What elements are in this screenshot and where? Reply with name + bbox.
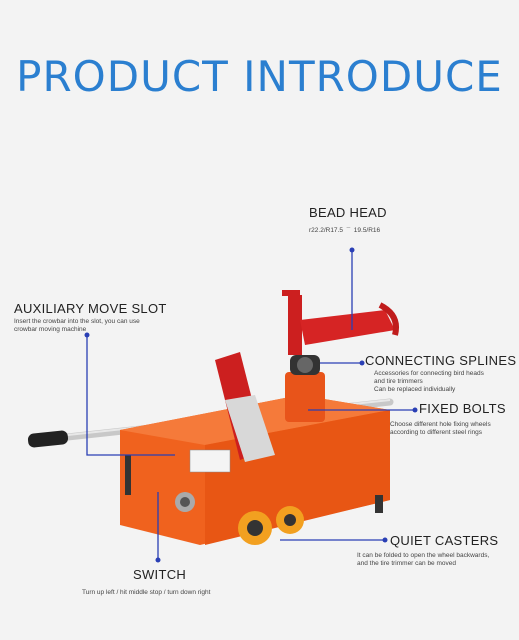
caster-wheels bbox=[238, 506, 304, 545]
connecting-splines-desc-1: Accessories for connecting bird heads bbox=[374, 370, 484, 377]
connecting-splines-desc-2: and tire trimmers bbox=[374, 378, 423, 385]
switch-part bbox=[175, 492, 195, 512]
callout-lines bbox=[86, 250, 415, 560]
quiet-casters-desc-2: and the tire trimmer can be moved bbox=[357, 560, 456, 567]
auxiliary-move-slot-desc-1: Insert the crowbar into the slot, you ca… bbox=[14, 318, 140, 325]
auxiliary-move-slot-title: AUXILIARY MOVE SLOT bbox=[14, 301, 167, 316]
fixed-bolts-desc-1: Choose different hole fixing wheels bbox=[390, 421, 491, 428]
connecting-splines-desc-3: Can be replaced individually bbox=[374, 386, 456, 393]
fixed-bolts-desc-2: according to different steel rings bbox=[390, 429, 483, 436]
connecting-splines-title: CONNECTING SPLINES bbox=[365, 353, 517, 368]
quiet-casters-desc-1: It can be folded to open the wheel backw… bbox=[357, 552, 490, 559]
callout-dots bbox=[84, 247, 418, 563]
auxiliary-move-slot-desc-2: crowbar moving machine bbox=[14, 326, 87, 333]
page-title: PRODUCT INTRODUCE bbox=[16, 52, 503, 101]
bead-head-desc: r22.2/R17.5 ¯ 19.5/R16 bbox=[309, 227, 381, 234]
auxiliary-tool bbox=[215, 352, 275, 462]
switch-desc: Turn up left / hit middle stop / turn do… bbox=[82, 589, 211, 596]
bead-head-title: BEAD HEAD bbox=[309, 205, 387, 220]
switch-title: SWITCH bbox=[133, 567, 187, 582]
quiet-casters-title: QUIET CASTERS bbox=[390, 533, 499, 548]
fixed-bolts-title: FIXED BOLTS bbox=[419, 401, 506, 416]
